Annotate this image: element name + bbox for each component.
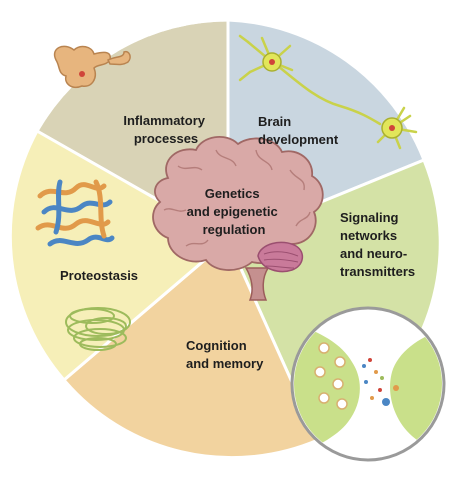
aggregate-icon: [65, 307, 131, 351]
neuron-icon: [238, 34, 418, 150]
label-cognition: Cognition and memory: [186, 338, 264, 371]
segment-cognition: [61, 237, 320, 460]
label-signaling: Signaling networks and neuro- transmitte…: [340, 210, 415, 279]
label-brain-development: Brain development: [258, 114, 339, 147]
label-center: Genetics and epigenetic regulation: [187, 186, 282, 237]
dashed-rim-left: [35, 18, 229, 132]
brain-icon: [152, 136, 324, 301]
macrophage-icon: [53, 45, 131, 88]
labels: Inflammatory processes Brain development…: [60, 113, 415, 371]
label-proteostasis: Proteostasis: [60, 268, 138, 283]
label-inflammatory: Inflammatory processes: [123, 113, 208, 146]
dashed-rim-lower-left: [9, 130, 65, 381]
synapse-icon: [290, 306, 446, 462]
protein-structure-icon: [35, 179, 115, 247]
